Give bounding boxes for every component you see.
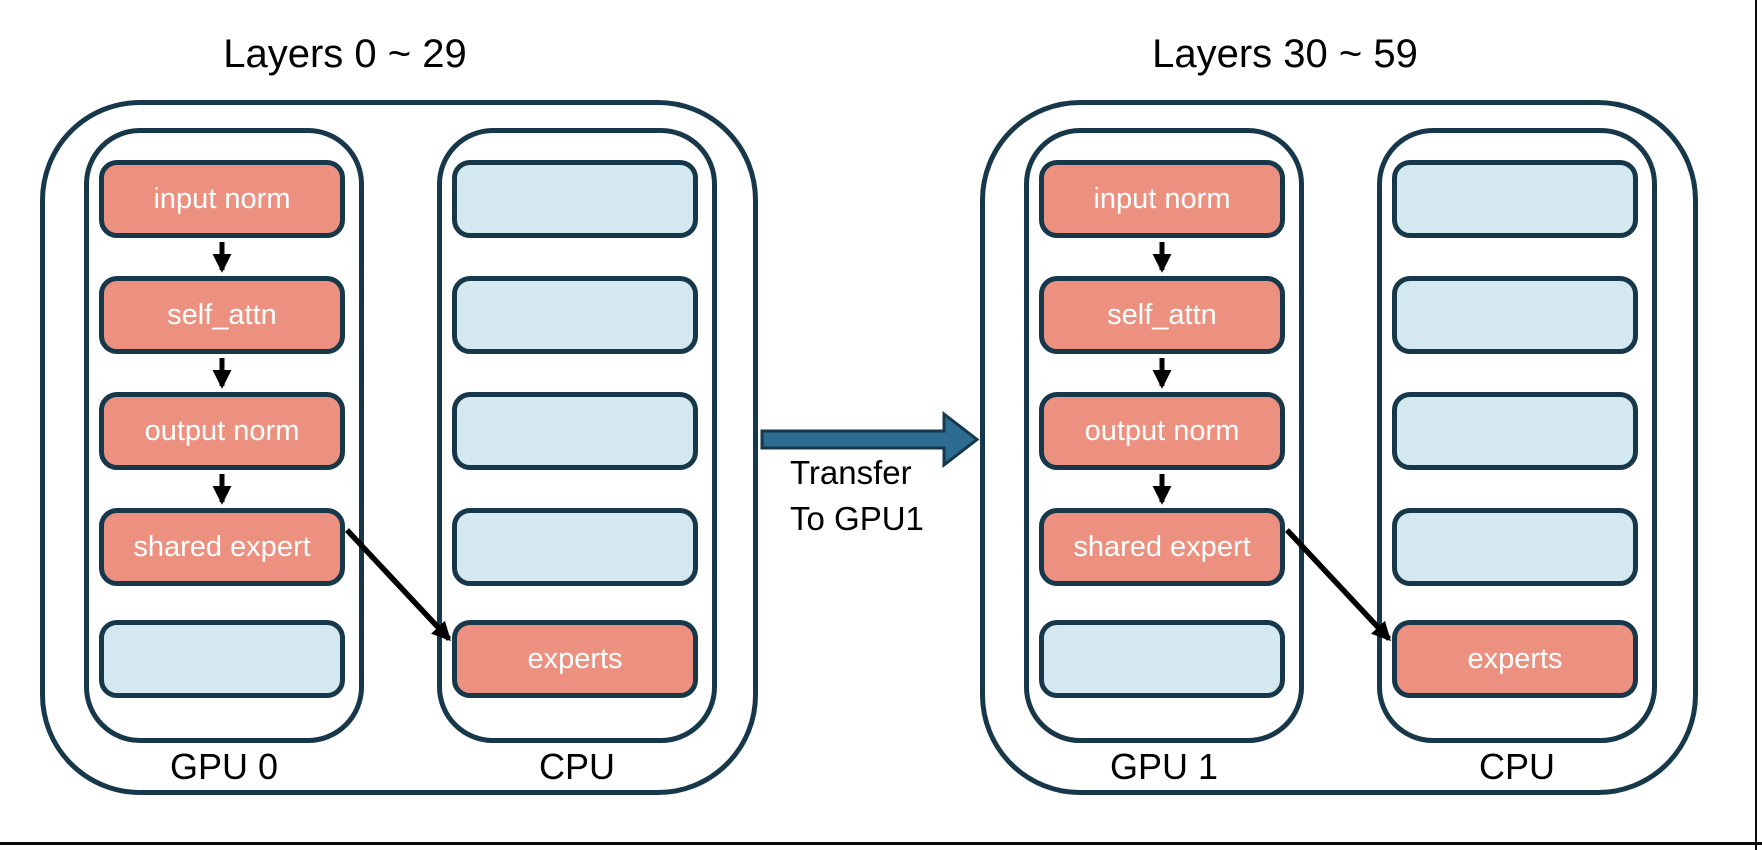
empty-slot-box bbox=[1392, 276, 1638, 354]
module-box-shared-expert: shared expert bbox=[99, 508, 345, 586]
module-box-shared-expert: shared expert bbox=[1039, 508, 1285, 586]
empty-slot-box bbox=[99, 620, 345, 698]
transfer-label: Transfer To GPU1 bbox=[790, 450, 924, 542]
module-box-input-norm: input norm bbox=[99, 160, 345, 238]
group-title-left: Layers 0 ~ 29 bbox=[223, 32, 467, 76]
cpu-label-right: CPU bbox=[1478, 746, 1555, 787]
page-edge-right-line bbox=[1755, 0, 1757, 850]
empty-slot-box bbox=[452, 508, 698, 586]
module-box-output-norm: output norm bbox=[99, 392, 345, 470]
empty-slot-box bbox=[452, 392, 698, 470]
empty-slot-box bbox=[1039, 620, 1285, 698]
gpu0-label: GPU 0 bbox=[169, 746, 279, 787]
cpu-label-left: CPU bbox=[538, 746, 615, 787]
group-title-right: Layers 30 ~ 59 bbox=[1152, 32, 1418, 76]
empty-slot-box bbox=[1392, 160, 1638, 238]
module-box-self-attn: self_attn bbox=[99, 276, 345, 354]
transfer-label-line2: To GPU1 bbox=[790, 500, 924, 537]
module-box-experts: experts bbox=[452, 620, 698, 698]
empty-slot-box bbox=[1392, 508, 1638, 586]
gpu1-label: GPU 1 bbox=[1109, 746, 1219, 787]
page-edge-bottom-line bbox=[0, 842, 1762, 845]
empty-slot-box bbox=[452, 276, 698, 354]
transfer-label-line1: Transfer bbox=[790, 454, 912, 491]
module-box-self-attn: self_attn bbox=[1039, 276, 1285, 354]
module-box-experts: experts bbox=[1392, 620, 1638, 698]
module-box-output-norm: output norm bbox=[1039, 392, 1285, 470]
empty-slot-box bbox=[1392, 392, 1638, 470]
empty-slot-box bbox=[452, 160, 698, 238]
module-box-input-norm: input norm bbox=[1039, 160, 1285, 238]
